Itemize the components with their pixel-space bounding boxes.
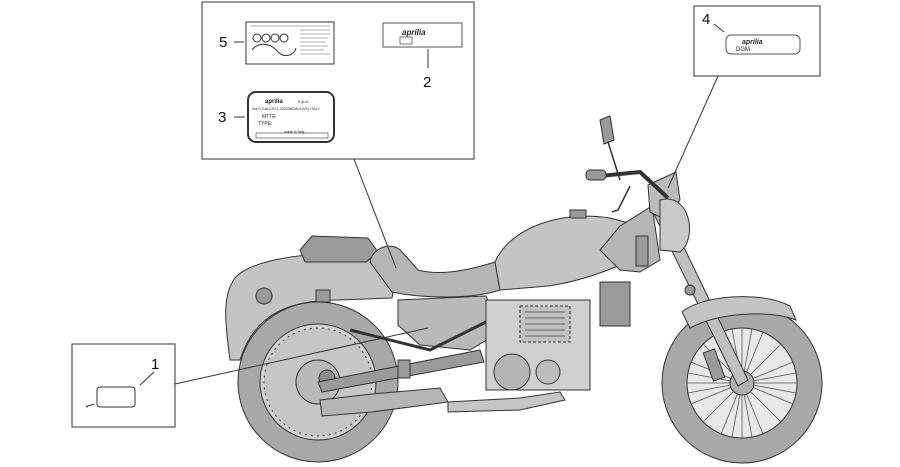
dgm-decal-box: 4 aprilia DGM [693, 5, 821, 77]
aprilia-logo-decal: aprilia [382, 22, 463, 48]
leader-line-box-to-bike [353, 158, 397, 269]
headlight [659, 198, 691, 253]
id-plate-decal: aprilia s.p.a. Via G.GALILEI,1-30033NOAL… [247, 91, 335, 143]
rider-seat [369, 245, 501, 298]
rear-fender [225, 253, 399, 361]
motorcycle-illustration [225, 115, 823, 464]
leader-line-1-to-bike [174, 327, 429, 385]
leader-line-4-to-bike [667, 75, 719, 189]
tail-light [255, 287, 273, 305]
dgm-plate-model: DGM [736, 47, 750, 53]
mirror [599, 115, 615, 145]
radiator [599, 281, 631, 327]
dgm-plate [725, 34, 801, 55]
handlebar [599, 169, 670, 200]
callout-4: 4 [702, 11, 710, 28]
id-plate-brand: aprilia [265, 99, 283, 105]
aprilia-logo-text: aprilia [402, 28, 426, 37]
decal-group-box: 5 aprilia 2 aprilia s.p.a. Via G.GALILEI… [201, 1, 475, 160]
dgm-plate-brand: aprilia [742, 39, 763, 46]
callout-2: 2 [423, 74, 431, 91]
id-plate-mtte: MTTE [262, 114, 276, 120]
license-bracket [315, 289, 331, 303]
leader-line-1 [139, 371, 155, 386]
small-plate-box: 1 [71, 343, 176, 428]
warning-label-decal [245, 21, 335, 65]
engine [485, 281, 631, 391]
front-fender [681, 296, 797, 329]
id-plate-footer: made in Italy [284, 130, 305, 134]
passenger-seat [299, 235, 379, 263]
id-plate-company: s.p.a. [298, 99, 309, 104]
callout-3: 3 [218, 109, 226, 126]
leader-line-4 [713, 23, 725, 33]
side-panel [397, 295, 501, 351]
small-plate-decal [96, 386, 136, 408]
rivet-icon [87, 403, 95, 407]
callout-5: 5 [219, 34, 227, 51]
id-plate-address: Via G.GALILEI,1-30033NOALE(VE)-ITALY [252, 107, 320, 111]
id-plate-type: TYPE: [258, 121, 272, 127]
callout-1: 1 [151, 356, 159, 373]
